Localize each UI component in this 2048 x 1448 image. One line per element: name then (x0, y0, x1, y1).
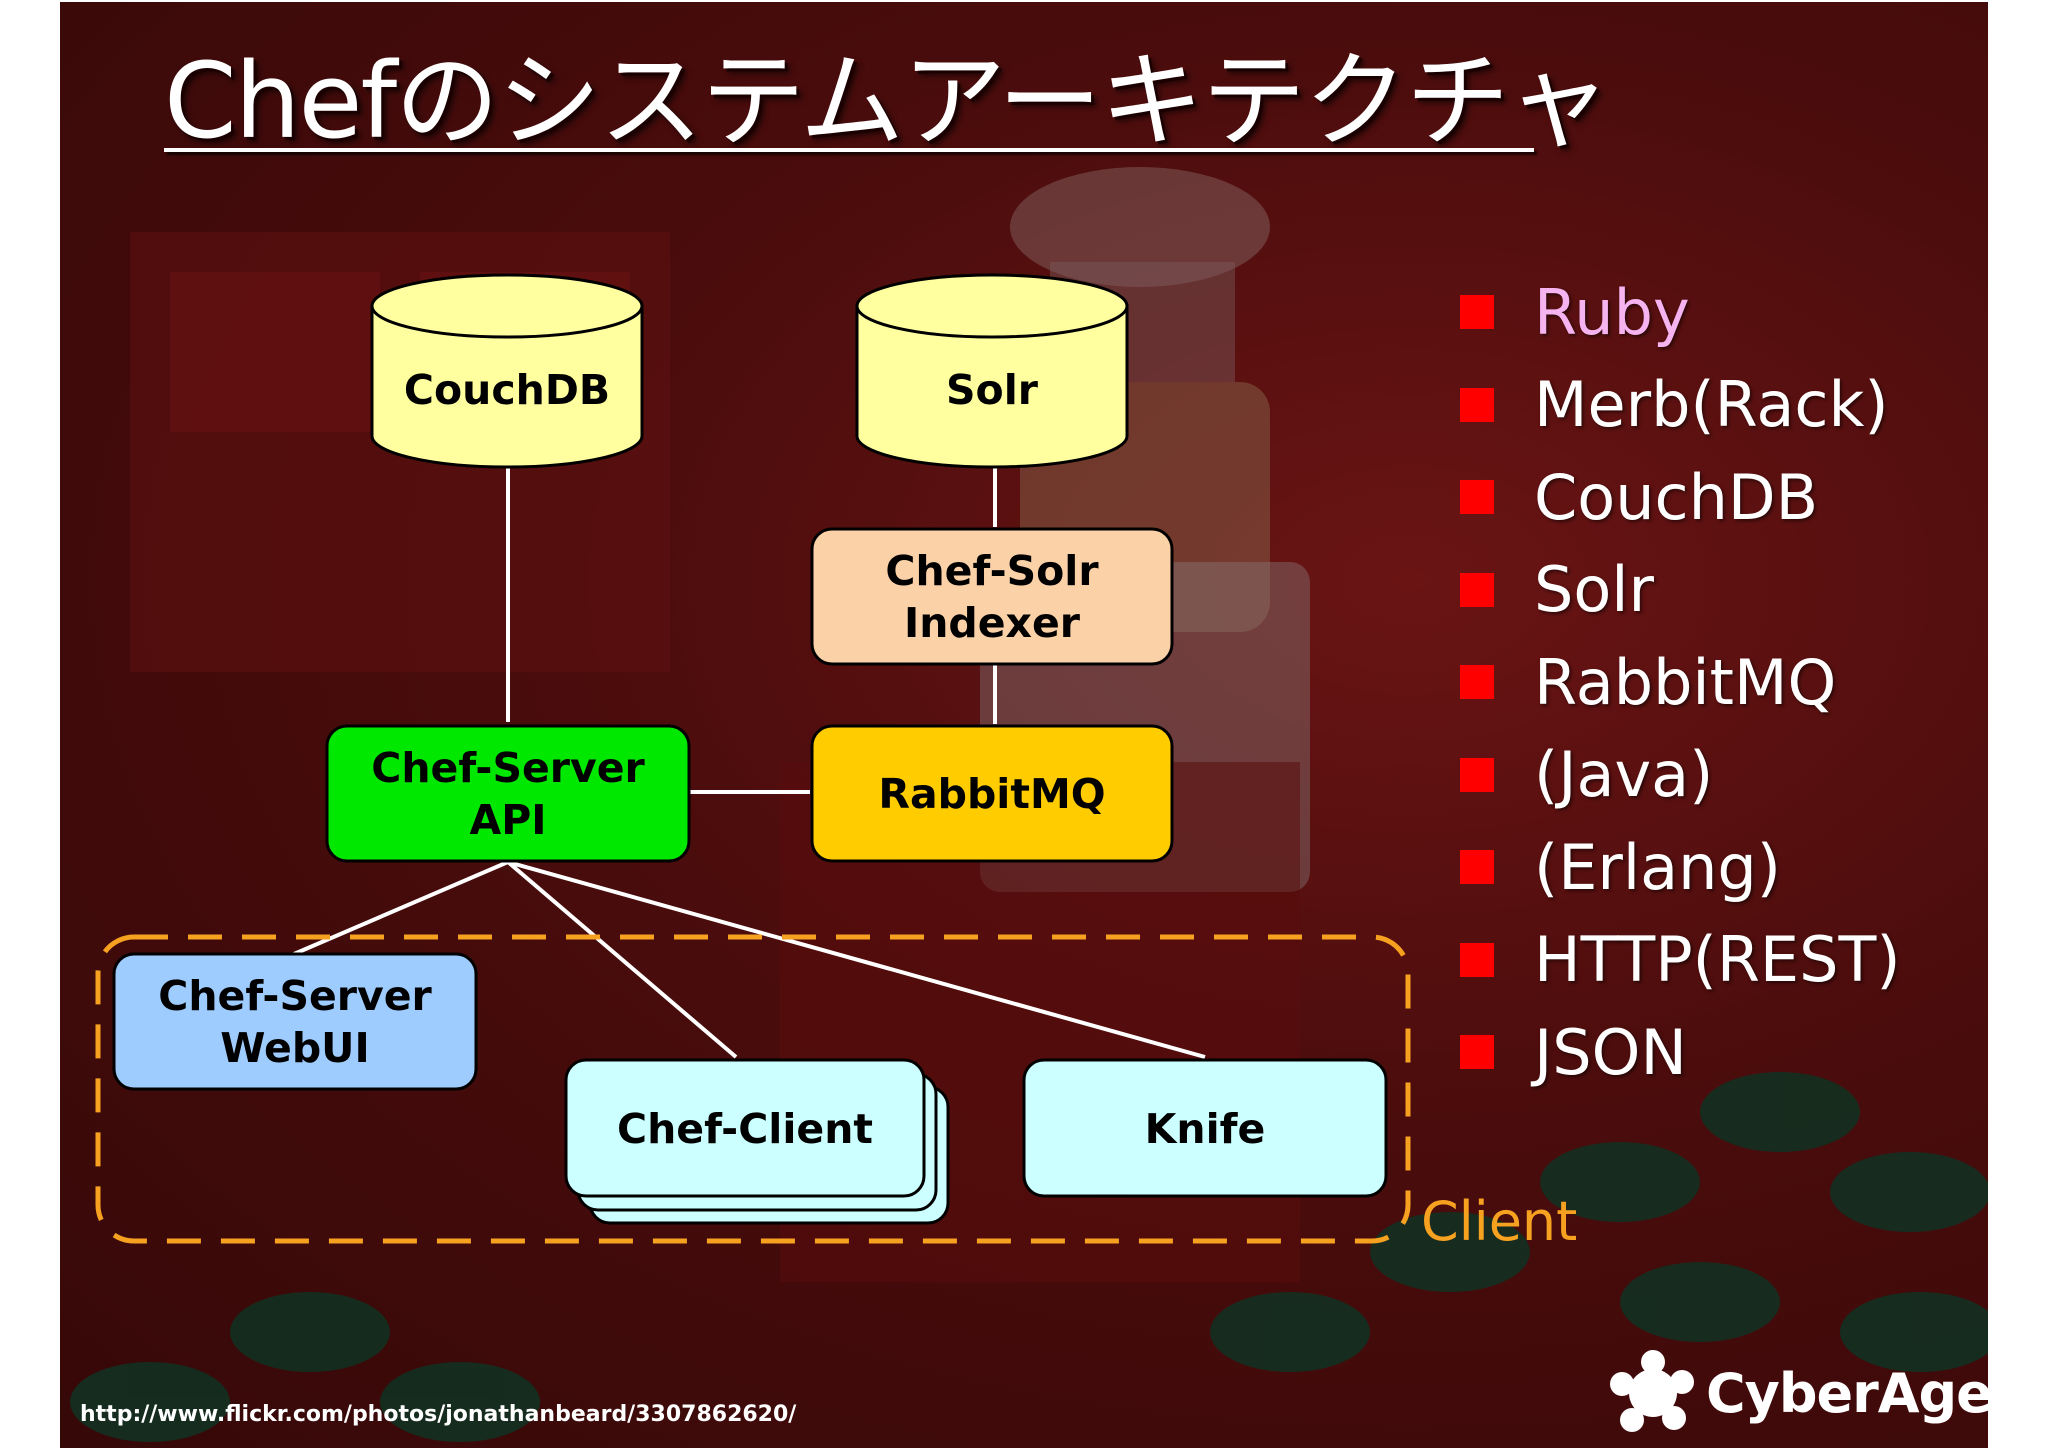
chef-server-webui-node: Chef-Server WebUI (112, 952, 478, 1091)
tech-list-label: HTTP(REST) (1534, 923, 1901, 997)
client-group-box (95, 934, 1411, 1244)
cyberagent-logo: CyberAgent (1608, 1348, 1988, 1438)
bullet-square-icon (1460, 757, 1494, 792)
cyberagent-logo-icon (1610, 1350, 1694, 1432)
rabbitmq-label: RabbitMQ (878, 770, 1105, 818)
tech-list-label: RabbitMQ (1534, 645, 1837, 719)
chef-client-node: Chef-Client (564, 1058, 950, 1225)
cyberagent-logo-text: CyberAgent (1706, 1361, 1988, 1425)
couchdb-node: CouchDB (370, 273, 644, 469)
title-underline (164, 148, 1534, 152)
tech-list-label: CouchDB (1534, 460, 1819, 534)
tech-list-label: JSON (1534, 1015, 1687, 1089)
chef-client-label: Chef-Client (617, 1105, 873, 1153)
rabbitmq-node: RabbitMQ (810, 724, 1174, 863)
tech-list-label: Ruby (1534, 275, 1690, 349)
tech-list-item: RabbitMQ (1460, 636, 1901, 729)
bullet-square-icon (1460, 850, 1494, 885)
chef-solr-indexer-node: Chef-Solr Indexer (810, 527, 1174, 666)
chef-server-webui-label-line2: WebUI (220, 1024, 369, 1072)
tech-list-label: (Java) (1534, 738, 1714, 812)
slide: Chefのシステムアーキテクチャ CouchDB Solr Chef-Solr … (60, 2, 1988, 1448)
photo-credit: http://www.flickr.com/photos/jonathanbea… (80, 1402, 797, 1427)
tech-list-item: Merb(Rack) (1460, 359, 1901, 452)
client-group-label: Client (1421, 1190, 1578, 1253)
connector-api-webui (293, 860, 509, 956)
architecture-diagram: CouchDB Solr Chef-Solr Indexer Chef-Serv… (95, 273, 1411, 1244)
connector-api-client (506, 860, 738, 1059)
connector-api-knife (507, 860, 1206, 1059)
tech-list-item: (Java) (1460, 729, 1901, 822)
bullet-square-icon (1460, 572, 1494, 607)
slide-title: Chefのシステムアーキテクチャ (164, 40, 1611, 162)
chef-server-webui-label-line1: Chef-Server (158, 972, 432, 1020)
chef-solr-indexer-label-line2: Indexer (904, 599, 1081, 647)
knife-label: Knife (1145, 1105, 1266, 1153)
bullet-square-icon (1460, 295, 1494, 330)
tech-list-label: Merb(Rack) (1534, 368, 1889, 442)
tech-list-item: HTTP(REST) (1460, 914, 1901, 1007)
chef-solr-indexer-label-line1: Chef-Solr (885, 547, 1099, 595)
bullet-square-icon (1460, 942, 1494, 977)
solr-label: Solr (946, 366, 1039, 414)
bullet-square-icon (1460, 480, 1494, 515)
tech-list-item: Ruby (1460, 266, 1901, 359)
tech-list-item: CouchDB (1460, 451, 1901, 544)
tech-list-item: Solr (1460, 544, 1901, 637)
chef-server-api-label-line1: Chef-Server (371, 744, 645, 792)
chef-server-api-node: Chef-Server API (325, 724, 691, 863)
chef-server-api-label-line2: API (469, 796, 546, 844)
bullet-square-icon (1460, 1035, 1494, 1070)
couchdb-label: CouchDB (404, 366, 610, 414)
solr-node: Solr (855, 273, 1129, 469)
tech-list-label: (Erlang) (1534, 830, 1781, 904)
knife-node: Knife (1022, 1058, 1388, 1198)
tech-list-item: (Erlang) (1460, 821, 1901, 914)
bullet-square-icon (1460, 387, 1494, 422)
bullet-square-icon (1460, 665, 1494, 700)
tech-list-item: JSON (1460, 1006, 1901, 1099)
tech-list-label: Solr (1534, 553, 1655, 627)
